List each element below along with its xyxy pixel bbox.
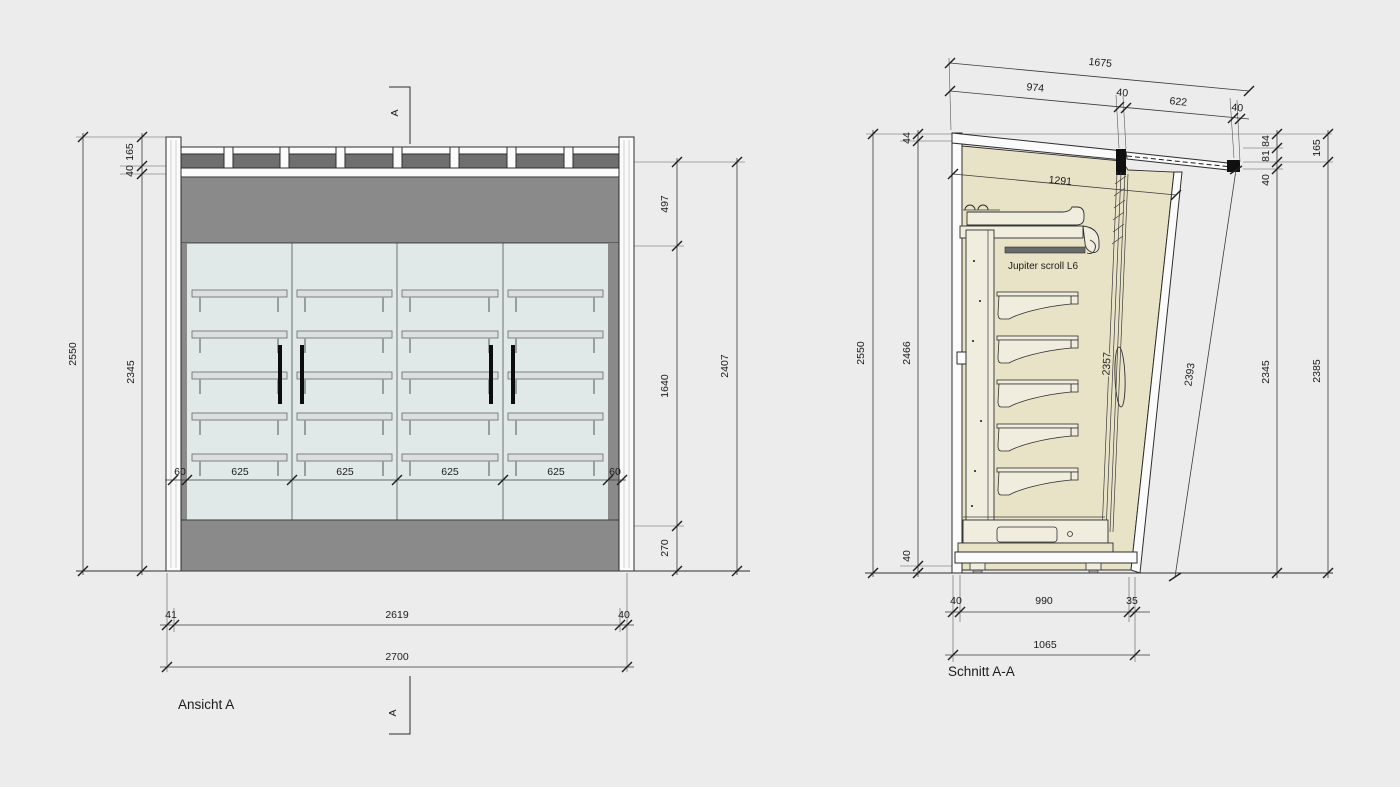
dim-door-2: 625 — [336, 466, 354, 478]
top-dimension-chains: 1675 974 40 622 40 1291 — [944, 56, 1255, 201]
dim-s165: 165 — [1311, 139, 1323, 157]
dim-974: 974 — [1026, 81, 1045, 95]
shelf-row — [191, 330, 604, 353]
glass-area — [180, 242, 621, 521]
dim-s2345: 2345 — [1260, 360, 1272, 384]
dim-60-right: 60 — [609, 466, 621, 478]
dim-40-a: 40 — [1116, 86, 1129, 99]
frame-columns — [165, 136, 635, 572]
section-label-bottom: A — [387, 709, 399, 716]
dim-2393: 2393 — [1182, 362, 1197, 387]
dim-2619: 2619 — [385, 609, 409, 621]
dim-497: 497 — [659, 195, 671, 213]
dim-2345: 2345 — [125, 360, 137, 384]
door-handle — [300, 345, 304, 404]
dim-40-left-bottom: 40 — [901, 550, 913, 562]
dim-270: 270 — [659, 539, 671, 557]
dim-door-4: 625 — [547, 466, 565, 478]
dim-1640: 1640 — [659, 374, 671, 398]
dim-1291: 1291 — [1048, 174, 1073, 188]
dim-44: 44 — [901, 132, 913, 144]
ansicht-caption: Ansicht A — [178, 697, 234, 712]
flap-hinge-left — [1116, 149, 1126, 175]
door-handle-section — [1114, 346, 1126, 408]
shelf-bracket — [996, 467, 1079, 496]
section-hatch — [1111, 175, 1127, 245]
dim-40-bottom: 40 — [618, 609, 630, 621]
right-dimension-chains: 497 1640 270 2407 — [659, 156, 743, 577]
cabinet-section — [951, 132, 1240, 574]
dim-60-left: 60 — [174, 466, 186, 478]
dim-41: 41 — [165, 609, 177, 621]
dim-2385: 2385 — [1311, 359, 1323, 383]
dim-1675: 1675 — [1088, 56, 1113, 70]
door-handle — [489, 345, 493, 404]
dim-40-b: 40 — [1231, 101, 1244, 114]
dim-40-base: 40 — [950, 595, 962, 607]
dim-s2550: 2550 — [855, 341, 867, 365]
shelf-row — [191, 453, 604, 476]
base-assembly — [954, 516, 1138, 574]
shelf-bracket — [996, 335, 1079, 364]
dim-84: 84 — [1260, 135, 1272, 147]
dim-81: 81 — [1260, 150, 1272, 162]
product-label: Jupiter scroll L6 — [1008, 261, 1078, 272]
swing-dimension: 2393 — [1168, 165, 1243, 582]
top-panel — [180, 176, 621, 244]
ansicht-view: 60 625 625 625 625 60 2550 165 40 2345 — [67, 86, 750, 735]
dim-622: 622 — [1169, 95, 1188, 109]
flap-dashed-line — [1126, 155, 1238, 168]
glass-margin-right — [608, 243, 620, 520]
section-marker-bottom: A — [387, 676, 411, 735]
section-marker-top: A — [389, 86, 411, 144]
schnitt-view: 2393 2357 Jupiter scroll L6 1675 974 40 … — [855, 56, 1334, 679]
dim-2550: 2550 — [67, 342, 79, 366]
shelf-row — [191, 289, 604, 312]
dim-40-top: 40 — [124, 165, 136, 177]
shelf-row — [191, 412, 604, 435]
schnitt-caption: Schnitt A-A — [948, 664, 1015, 679]
shelf-rows — [191, 289, 604, 476]
door-handle — [511, 345, 515, 404]
dim-1065: 1065 — [1033, 639, 1057, 651]
dim-door-1: 625 — [231, 466, 249, 478]
schnitt-left-dimensions: 2550 44 2466 40 — [855, 128, 924, 579]
bottom-dimension-chains: 41 2619 40 2700 — [160, 609, 634, 673]
dim-40-right: 40 — [1260, 174, 1272, 186]
dim-990: 990 — [1035, 595, 1053, 607]
dim-2357: 2357 — [1100, 352, 1113, 376]
glass-margin-left — [181, 243, 187, 520]
schnitt-bottom-dimensions: 40 990 35 1065 — [945, 575, 1150, 662]
shelf-bracket — [996, 423, 1079, 452]
dim-2407: 2407 — [719, 354, 731, 378]
flap-hinge-right — [1227, 160, 1240, 172]
top-grille — [180, 146, 621, 178]
dim-door-3: 625 — [441, 466, 459, 478]
shelf-brackets — [996, 291, 1079, 496]
door-handle — [278, 345, 282, 404]
dim-2700: 2700 — [385, 651, 409, 663]
dim-35: 35 — [1126, 595, 1138, 607]
door-width-dimension-chain: 60 625 625 625 625 60 — [165, 466, 628, 486]
flap-band — [1125, 151, 1239, 172]
left-dimension-chains: 2550 165 40 2345 — [67, 131, 148, 577]
section-label-top: A — [389, 109, 401, 116]
glass-front — [1101, 171, 1129, 533]
shelf-bracket — [996, 291, 1079, 320]
dim-165: 165 — [124, 143, 136, 161]
shelf-bracket — [996, 379, 1079, 408]
bottom-panel — [180, 519, 621, 572]
dim-2466: 2466 — [901, 341, 913, 365]
schnitt-right-dimensions: 84 81 40 2345 165 2385 — [1260, 128, 1334, 579]
front-panel-open — [1130, 171, 1183, 574]
